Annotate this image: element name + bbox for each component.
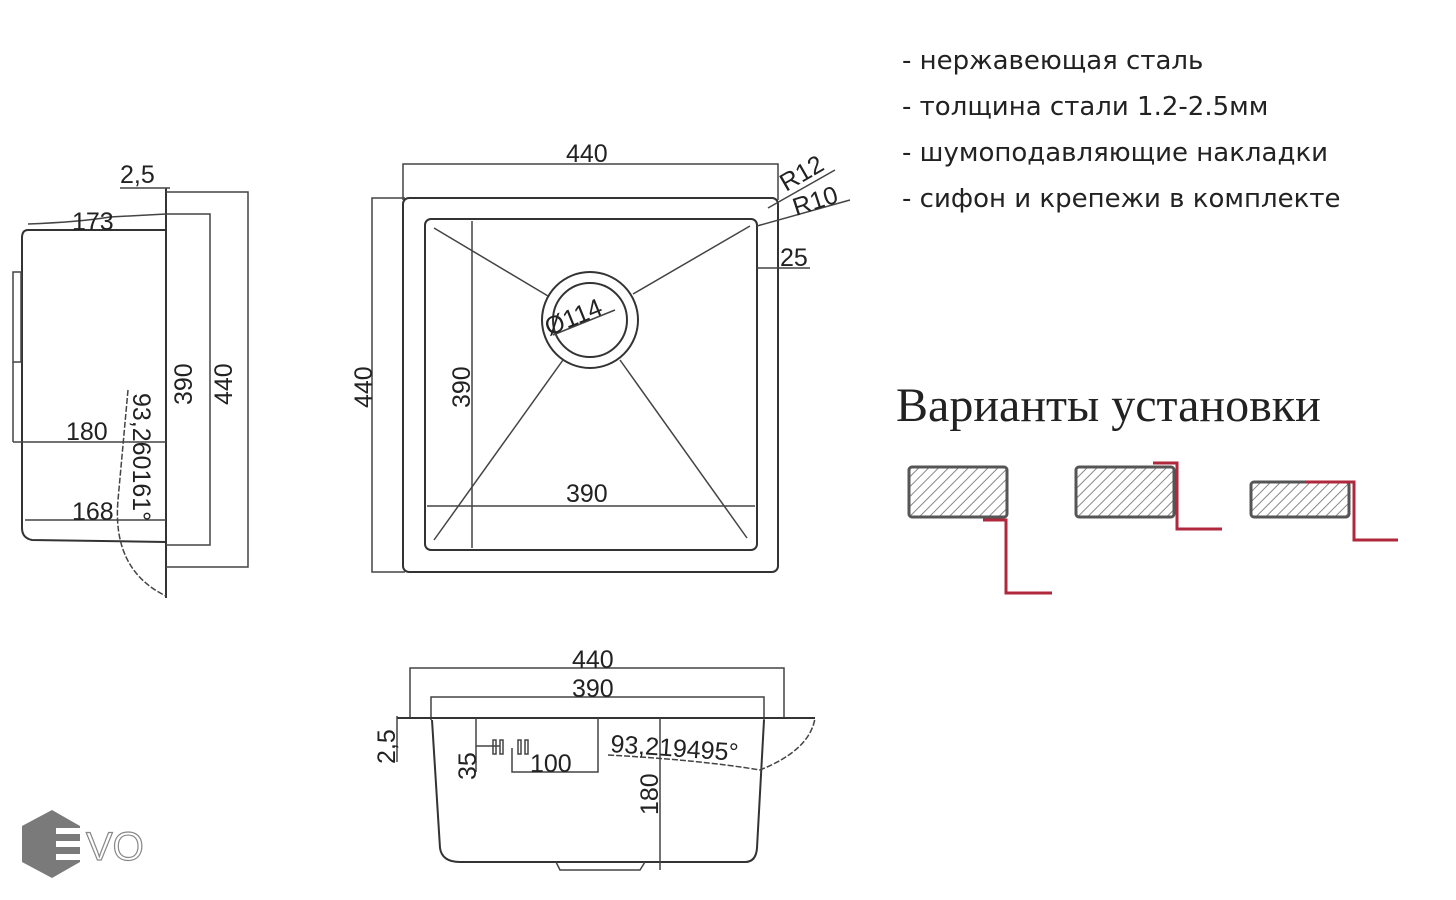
- install-variant-undermount: [1249, 480, 1398, 542]
- dim-100: 100: [530, 750, 572, 778]
- dim-angle: 93,260161°: [127, 393, 155, 521]
- dim-168: 168: [72, 498, 114, 526]
- dim-depth: 180: [636, 773, 664, 815]
- install-variants-title: Варианты установки: [896, 379, 1321, 432]
- dim-flange: 25: [780, 244, 808, 272]
- side-view: 2,5 173 180 168 390 440 93,260161°: [12, 161, 249, 598]
- dim-height: 440: [350, 366, 378, 408]
- install-variant-flush: [1074, 461, 1222, 531]
- dim-390: 390: [170, 363, 198, 405]
- feature-item: - нержавеющая сталь: [902, 46, 1204, 76]
- install-variant-overmount: [907, 465, 1052, 595]
- dim-thickness: 2,5: [120, 161, 155, 189]
- feature-item: - шумоподавляющие накладки: [902, 138, 1329, 168]
- top-view: 440 440 390 390 R12 R10 25 Ø114: [350, 140, 851, 573]
- dim-180: 180: [66, 418, 108, 446]
- dim-173: 173: [72, 208, 114, 236]
- dim-thickness: 2,5: [373, 729, 401, 764]
- dim-width: 440: [572, 646, 614, 674]
- dim-35: 35: [454, 752, 482, 780]
- dim-drain: Ø114: [541, 293, 607, 341]
- logo-text: VO: [86, 825, 144, 869]
- dim-width: 440: [566, 140, 608, 168]
- dim-440: 440: [210, 363, 238, 405]
- dim-inner-w: 390: [572, 675, 614, 703]
- feature-item: - толщина стали 1.2-2.5мм: [902, 92, 1269, 122]
- evo-logo: VO: [22, 810, 144, 878]
- dim-inner-w: 390: [566, 480, 608, 508]
- dim-angle: 93,219495°: [610, 730, 740, 767]
- feature-item: - сифон и крепежи в комплекте: [902, 184, 1341, 214]
- front-view: 440 390 2,5 35 100 180 93,219495°: [373, 646, 816, 871]
- dim-inner-h: 390: [448, 366, 476, 408]
- feature-list: - нержавеющая сталь - толщина стали 1.2-…: [902, 38, 1340, 222]
